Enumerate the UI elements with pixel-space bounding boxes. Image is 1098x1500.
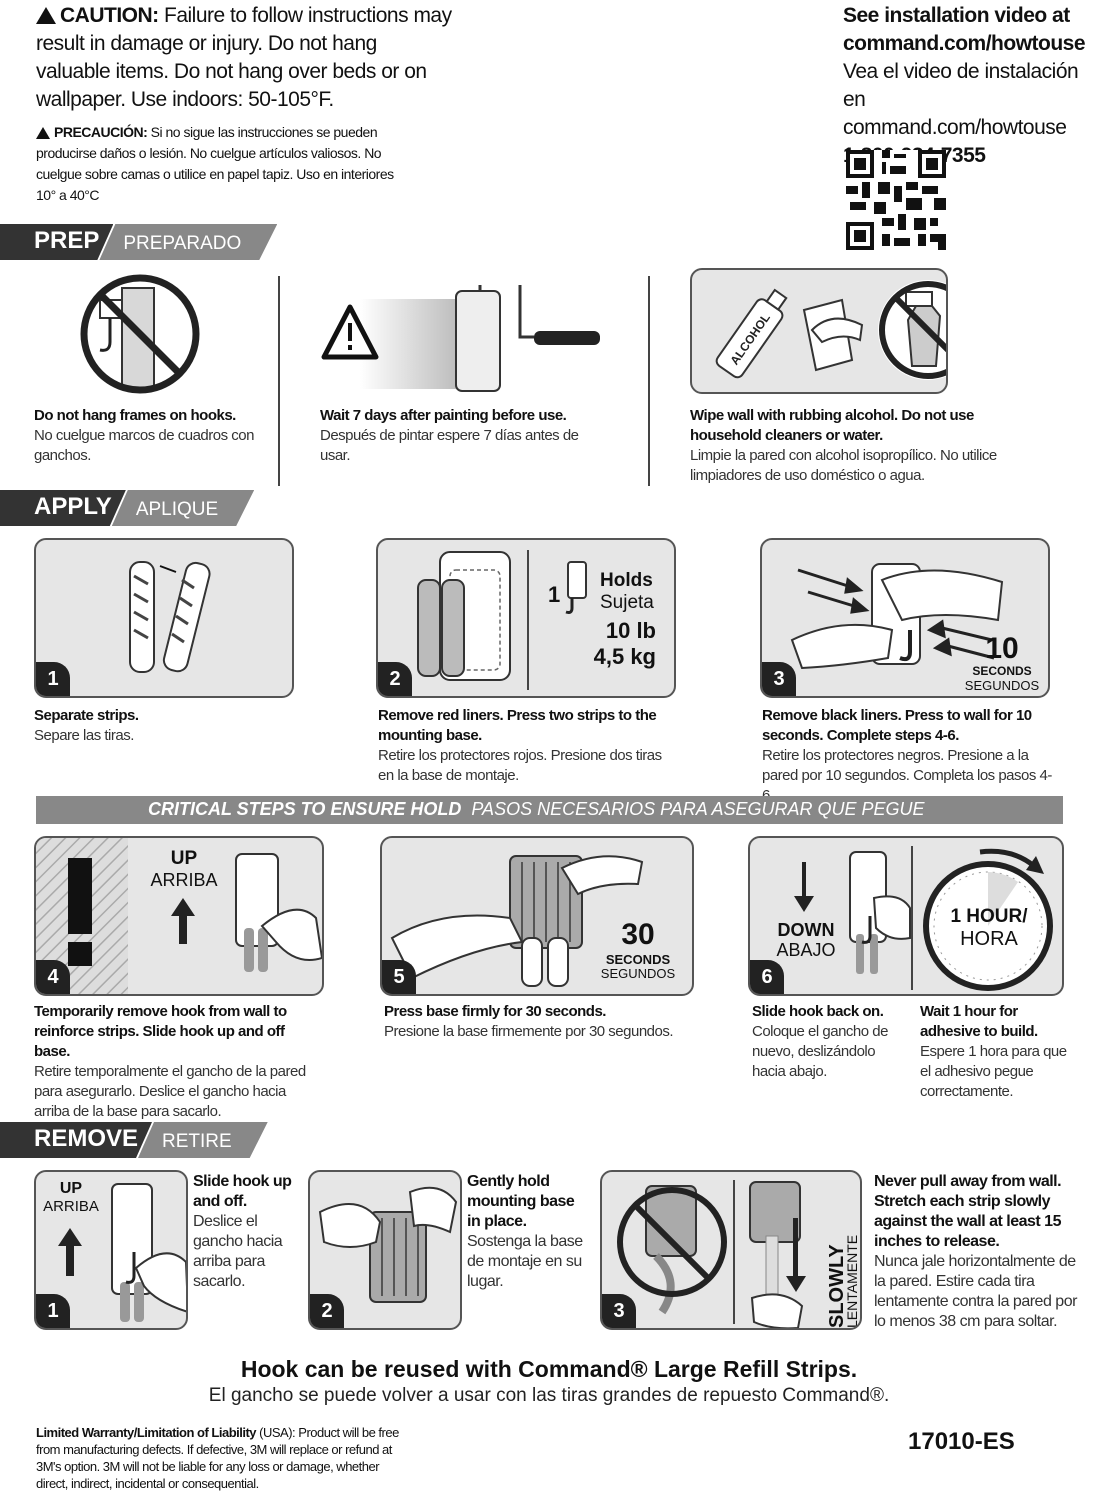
weight-label: 10 lb 4,5 kg xyxy=(593,618,656,669)
apply-section-header: APPLY APLIQUE xyxy=(0,490,254,526)
remove-step-2-panel: 2 xyxy=(308,1170,462,1330)
remove-step-1-caption: Slide hook up and off. Deslice el gancho… xyxy=(193,1173,292,1290)
warning-icon xyxy=(36,7,56,24)
critical-step-5-caption: Press base firmly for 30 seconds. Presio… xyxy=(384,1003,674,1040)
contact-info: See installation video at command.com/ho… xyxy=(843,2,1093,170)
critical-step-5-panel: 30 SECONDS SEGUNDOS 5 xyxy=(380,836,694,996)
remove-step-1-panel: UP ARRIBA 1 xyxy=(34,1170,188,1330)
prep-item-2-caption: Wait 7 days after painting before use. D… xyxy=(320,407,579,464)
critical-step-6b-caption: Wait 1 hour for adhesive to build. Esper… xyxy=(920,1003,1067,1100)
paint-roller-icon xyxy=(321,285,600,392)
critical-step-6-caption: Slide hook back on. Coloque el gancho de… xyxy=(752,1003,888,1080)
apply-step-1-panel: 1 xyxy=(34,538,294,698)
timer-value: 10 xyxy=(985,632,1019,665)
divider xyxy=(648,276,650,486)
critical-steps-banner: CRITICAL STEPS TO ENSURE HOLD PASOS NECE… xyxy=(36,796,1063,824)
remove-step-3-caption: Never pull away from wall. Stretch each … xyxy=(874,1173,1077,1330)
critical-step-6-panel: DOWN ABAJO 1 HOUR/ HORA 6 xyxy=(748,836,1064,996)
clock-label: 1 HOUR/ xyxy=(950,906,1028,927)
apply-step-3-panel: 10 SECONDS SEGUNDOS 3 xyxy=(760,538,1050,698)
critical-step-4-panel: UP ARRIBA 4 xyxy=(34,836,324,996)
apply-step-1-caption: Separate strips. Separe las tiras. xyxy=(34,707,139,744)
reuse-note: Hook can be reused with Command® Large R… xyxy=(240,1356,858,1382)
apply-step-2-caption: Remove red liners. Press two strips to t… xyxy=(378,707,662,784)
product-code: 17010-ES xyxy=(908,1428,1015,1455)
remove-step-3-panel: SLOWLY LENTAMENTE 3 xyxy=(600,1170,862,1330)
divider xyxy=(278,276,280,486)
prep-item-3-caption: Wipe wall with rubbing alcohol. Do not u… xyxy=(690,407,997,484)
prep-wipe-panel: ALCOHOL xyxy=(690,268,948,394)
remove-step-2-caption: Gently hold mounting base in place. Sost… xyxy=(467,1173,583,1290)
warning-icon xyxy=(36,127,50,139)
critical-step-4-caption: Temporarily remove hook from wall to rei… xyxy=(34,1003,306,1120)
apply-step-2-panel: 1 Holds Sujeta 10 lb 4,5 kg 2 xyxy=(376,538,676,698)
apply-step-3-caption: Remove black liners. Press to wall for 1… xyxy=(762,707,1052,804)
prep-item-1-caption: Do not hang frames on hooks. No cuelgue … xyxy=(34,407,254,464)
remove-section-header: REMOVE RETIRE xyxy=(0,1122,268,1158)
no-frame-icon xyxy=(80,274,200,394)
reuse-note-es: El gancho se puede volver a usar con las… xyxy=(208,1385,890,1406)
video-link-es[interactable]: en command.com/howtouse xyxy=(843,88,1067,139)
holds-label: Holds Sujeta xyxy=(600,570,654,613)
prep-section-header: PREP PREPARADO xyxy=(0,224,277,260)
caution-spanish: PRECAUCIÓN: Si no sigue las instruccione… xyxy=(36,124,394,203)
caution-english: CAUTION: Failure to follow instructions … xyxy=(36,4,452,111)
video-link[interactable]: command.com/howtouse xyxy=(843,32,1086,55)
qr-code-icon[interactable] xyxy=(846,150,946,250)
warranty-text: Limited Warranty/Limitation of Liability… xyxy=(36,1425,399,1491)
